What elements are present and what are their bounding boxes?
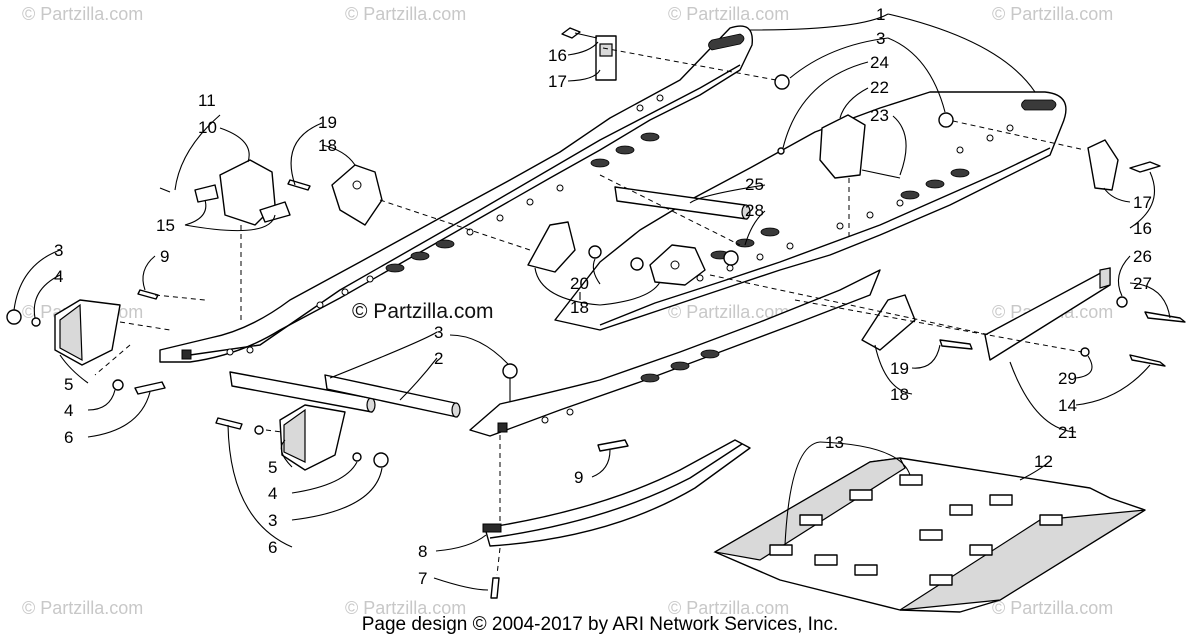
page-footer: Page design © 2004-2017 by ARI Network S… bbox=[361, 614, 839, 635]
center-rail-nose[interactable] bbox=[469, 269, 881, 437]
callout-5: 5 bbox=[268, 458, 277, 477]
callout-22: 22 bbox=[870, 78, 889, 97]
callout-15: 15 bbox=[156, 216, 175, 235]
rear-guide-bar[interactable] bbox=[984, 267, 1111, 361]
callout-9: 9 bbox=[160, 247, 169, 266]
watermark: © Partzilla.com bbox=[345, 4, 466, 24]
callout-12: 12 bbox=[1034, 452, 1053, 471]
callout-6: 6 bbox=[64, 428, 73, 447]
callout-24: 24 bbox=[870, 53, 889, 72]
hardware bbox=[6, 27, 1186, 599]
front-slide-rail[interactable] bbox=[159, 25, 754, 363]
watermark: © Partzilla.com bbox=[668, 598, 789, 618]
callout-13: 13 bbox=[825, 433, 844, 452]
callout-6: 6 bbox=[268, 538, 277, 557]
callout-18: 18 bbox=[318, 136, 337, 155]
callout-3: 3 bbox=[876, 29, 885, 48]
callout-9: 9 bbox=[574, 468, 583, 487]
callout-19: 19 bbox=[318, 113, 337, 132]
center-watermark: © Partzilla.com bbox=[352, 300, 494, 323]
callout-10: 10 bbox=[198, 118, 217, 137]
callout-4: 4 bbox=[268, 484, 277, 503]
callout-7: 7 bbox=[418, 569, 427, 588]
watermark: © Partzilla.com bbox=[668, 4, 789, 24]
callout-28: 28 bbox=[745, 201, 764, 220]
callout-11: 11 bbox=[198, 91, 216, 110]
callout-21: 21 bbox=[1058, 423, 1077, 442]
alignment-lines bbox=[94, 47, 1086, 576]
hyfax-slide[interactable] bbox=[482, 439, 751, 547]
callout-18: 18 bbox=[570, 298, 589, 317]
cross-shafts[interactable] bbox=[229, 186, 751, 418]
callout-3: 3 bbox=[268, 511, 277, 530]
callout-2: 2 bbox=[434, 349, 443, 368]
callout-16: 16 bbox=[548, 46, 567, 65]
callout-18: 18 bbox=[890, 385, 909, 404]
callout-8: 8 bbox=[418, 542, 427, 561]
rail-bracket-center-1[interactable] bbox=[527, 221, 576, 273]
upper-block-right[interactable] bbox=[1087, 139, 1119, 191]
callout-29: 29 bbox=[1058, 369, 1077, 388]
callout-19: 19 bbox=[890, 359, 909, 378]
rail-bracket-center-2[interactable] bbox=[649, 244, 706, 286]
watermark: © Partzilla.com bbox=[22, 598, 143, 618]
callout-27: 27 bbox=[1133, 274, 1152, 293]
callout-25: 25 bbox=[745, 175, 764, 194]
bumper-block-left[interactable] bbox=[54, 299, 121, 366]
leader-lines bbox=[13, 13, 1171, 591]
callout-3: 3 bbox=[434, 323, 443, 342]
callout-20: 20 bbox=[570, 274, 589, 293]
watermark: © Partzilla.com bbox=[22, 4, 143, 24]
callout-17: 17 bbox=[548, 72, 567, 91]
track[interactable] bbox=[713, 457, 1146, 613]
callout-4: 4 bbox=[64, 401, 73, 420]
callout-26: 26 bbox=[1133, 247, 1152, 266]
callout-17: 17 bbox=[1133, 193, 1152, 212]
track-clips bbox=[769, 474, 1063, 586]
callout-16: 16 bbox=[1133, 219, 1152, 238]
callout-23: 23 bbox=[870, 106, 889, 125]
callout-1: 1 bbox=[876, 5, 885, 24]
rail-bracket-left[interactable] bbox=[331, 164, 383, 226]
callout-labels: 1 3 24 22 23 16 17 17 16 25 28 26 27 20 … bbox=[54, 5, 1152, 588]
watermark: © Partzilla.com bbox=[668, 302, 789, 322]
suspension-bracket-11[interactable] bbox=[219, 159, 291, 226]
stop-block-center[interactable] bbox=[819, 114, 866, 179]
bumper-block-center[interactable] bbox=[279, 404, 346, 471]
watermark: © Partzilla.com bbox=[992, 4, 1113, 24]
callout-4: 4 bbox=[54, 267, 63, 286]
upper-block-left[interactable] bbox=[595, 35, 617, 81]
rail-holes bbox=[696, 124, 1014, 282]
callout-5: 5 bbox=[64, 375, 73, 394]
watermark: © Partzilla.com bbox=[992, 598, 1113, 618]
callout-14: 14 bbox=[1058, 396, 1077, 415]
rail-holes bbox=[226, 94, 664, 356]
callout-3: 3 bbox=[54, 241, 63, 260]
rail-bracket-right[interactable] bbox=[861, 294, 916, 351]
watermark: © Partzilla.com bbox=[345, 598, 466, 618]
